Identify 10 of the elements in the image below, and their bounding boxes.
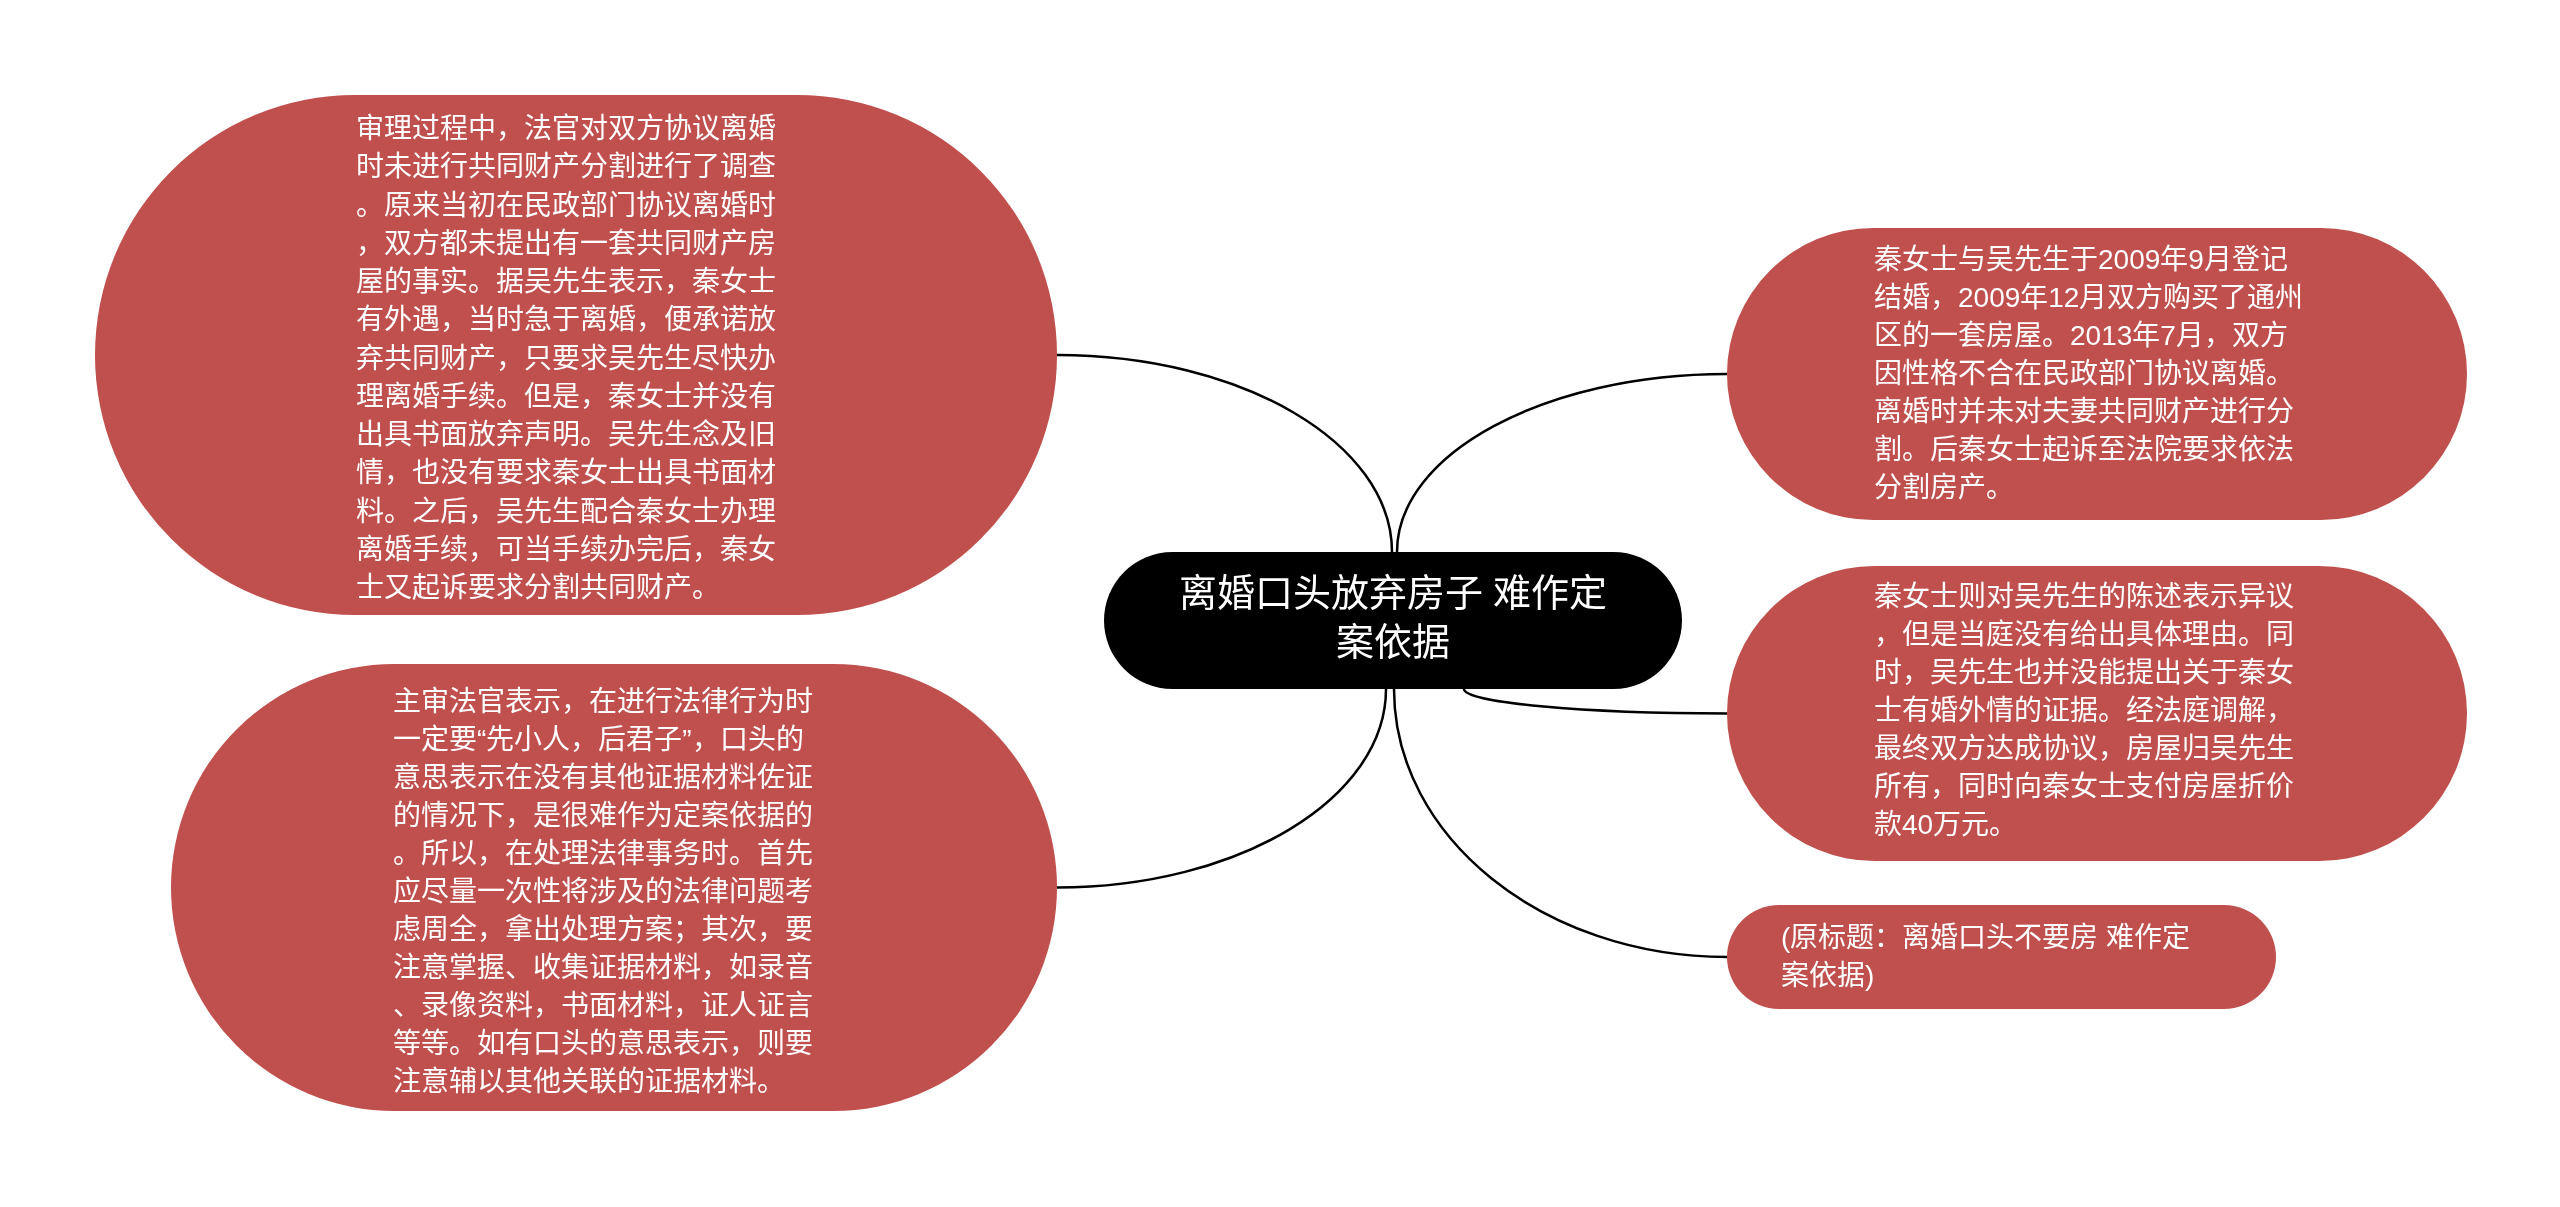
note-text: 秦女士则对吴先生的陈述表示异议，但是当庭没有给出具体理由。同时，吴先生也并没能提出关于秦女士有婚外情的证据。经法庭调解，最终双方达成协议，房屋归吴先生所有，同时向秦女士支付房屋折价款40万元。 [1874,580,2295,842]
connector-line [1056,353,1394,553]
connector-line [1463,688,1727,715]
note-text: 主审法官表示，在进行法律行为时一定要“先小人，后君子”，口头的意思表示在没有其他证据材料佐证的情况下，是很难作为定案依据的。所以，在处理法律事务时。首先应尽量一次性将涉及的法律问题考虑周全，拿出处理方案；其次，要注意掌握、收集证据材料，如录音、录像资料，书面材料，证人证言等等。如有口头的意思表示，则要注意辅以其他关联的证据材料。 [393,685,814,1099]
note-text: 审理过程中，法官对双方协议离婚时未进行共同财产分割进行了调查。原来当初在民政部门协议离婚时，双方都未提出有一套共同财产房屋的事实。据吴先生表示，秦女士有外遇，当时急于离婚，便承诺放弃共同财产，只要求吴先生尽快办理离婚手续。但是，秦女士并没有出具书面放弃声明。吴先生念及旧情，也没有要求秦女士出具书面材料。之后，吴先生配合秦女士办理离婚手续，可当手续办完后，秦女士又起诉要求分割共同财产。 [356,112,777,605]
connector-line [1392,688,1728,959]
topic-text: 离婚口头放弃房子 难作定案依据 [1177,571,1609,665]
connector-line [1395,372,1728,553]
note-text: (原标题：离婚口头不要房 难作定案依据) [1781,921,2192,993]
note-text: 秦女士与吴先生于2009年9月登记结婚，2009年12月双方购买了通州区的一套房屋。2013年7月，双方因性格不合在民政部门协议离婚。离婚时并未对夫妻共同财产进行分割。后秦女士起诉至法院要求依法分割房产。 [1874,243,2305,505]
